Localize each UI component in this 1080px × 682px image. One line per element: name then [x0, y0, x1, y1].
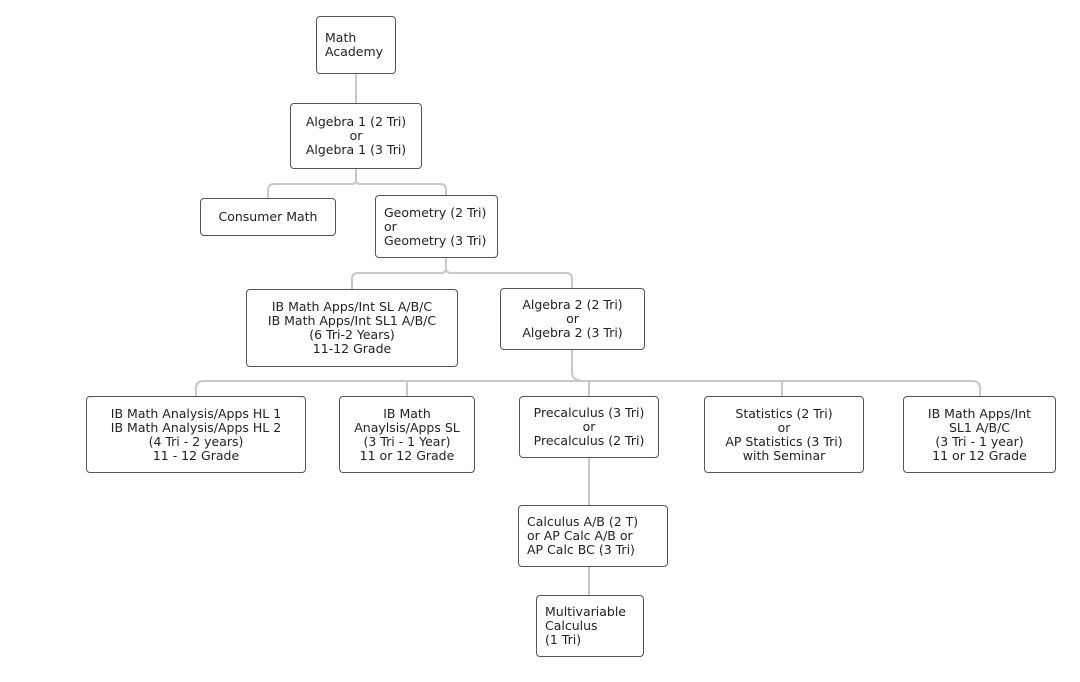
node-text: Calculus A/B (2 T)	[527, 514, 639, 529]
connector-geometry-split	[351, 258, 447, 289]
node-text: IB Math Analysis/Apps HL 2	[110, 419, 282, 435]
node-text: 11 or 12 Grade	[359, 447, 455, 463]
node-algebra-1: Algebra 1 (2 Tri) or Algebra 1 (3 Tri)	[290, 103, 422, 169]
node-text: Consumer Math	[218, 209, 318, 224]
node-text: Geometry (3 Tri)	[384, 232, 487, 248]
node-text: Math	[325, 30, 357, 45]
node-text: or	[384, 218, 397, 234]
node-text: Algebra 2 (3 Tri)	[522, 325, 623, 340]
node-text: IB Math	[383, 405, 431, 421]
node-text: Anaylsis/Apps SL	[354, 419, 460, 435]
node-consumer-math: Consumer Math	[200, 198, 336, 236]
node-text: or	[349, 128, 363, 143]
node-text: with Seminar	[742, 447, 826, 463]
node-text: AP Calc BC (3 Tri)	[527, 542, 635, 557]
node-text: (6 Tri-2 Years)	[309, 327, 395, 342]
node-text: Statistics (2 Tri)	[735, 405, 833, 421]
node-math-academy: Math Academy	[316, 16, 396, 74]
node-multivariable-calculus: Multivariable Calculus (1 Tri)	[536, 595, 644, 657]
node-text: Geometry (2 Tri)	[384, 204, 487, 220]
node-text: Algebra 1 (3 Tri)	[305, 142, 407, 157]
node-text: (3 Tri - 1 year)	[935, 433, 1024, 449]
node-text: or	[777, 419, 791, 435]
node-text: IB Math Analysis/Apps HL 1	[110, 405, 282, 421]
node-text: (1 Tri)	[545, 632, 582, 647]
node-text: Multivariable	[545, 604, 626, 619]
node-text: or AP Calc A/B or	[527, 528, 633, 543]
connector-algebra2-down	[571, 350, 581, 381]
node-text: IB Math Apps/Int SL1 A/B/C	[267, 313, 437, 328]
node-text: Algebra 1 (2 Tri)	[305, 114, 407, 129]
node-calculus: Calculus A/B (2 T) or AP Calc A/B or AP …	[518, 505, 668, 567]
node-statistics: Statistics (2 Tri) or AP Statistics (3 T…	[704, 396, 864, 473]
node-ib-math-analysis-sl: IB Math Anaylsis/Apps SL (3 Tri - 1 Year…	[339, 396, 475, 473]
node-text: SL1 A/B/C	[948, 419, 1011, 435]
node-text: Calculus	[545, 618, 598, 633]
node-text: Precalculus (2 Tri)	[533, 433, 645, 448]
node-ib-math-apps-sl: IB Math Apps/Int SL A/B/C IB Math Apps/I…	[246, 289, 458, 367]
node-text: 11 - 12 Grade	[152, 447, 240, 463]
node-text: IB Math Apps/Int	[927, 405, 1032, 421]
node-text: or	[582, 419, 596, 434]
node-precalculus: Precalculus (3 Tri) or Precalculus (2 Tr…	[519, 396, 659, 458]
node-text: Precalculus (3 Tri)	[533, 405, 645, 420]
node-ib-math-analysis-hl: IB Math Analysis/Apps HL 1 IB Math Analy…	[86, 396, 306, 473]
node-text: (4 Tri - 2 years)	[148, 433, 244, 449]
node-algebra-2: Algebra 2 (2 Tri) or Algebra 2 (3 Tri)	[500, 288, 645, 350]
connector-algebra1-split	[267, 169, 357, 198]
node-text: 11 or 12 Grade	[932, 447, 1027, 463]
node-text: Academy	[325, 44, 384, 59]
node-text: 11-12 Grade	[312, 341, 392, 356]
node-ib-math-apps-sl1: IB Math Apps/Int SL1 A/B/C (3 Tri - 1 ye…	[903, 396, 1056, 473]
node-text: AP Statistics (3 Tri)	[725, 433, 843, 449]
node-text: IB Math Apps/Int SL A/B/C	[271, 299, 433, 314]
connector-geometry-algebra2	[445, 267, 573, 288]
node-text: Algebra 2 (2 Tri)	[522, 297, 623, 312]
node-geometry: Geometry (2 Tri) or Geometry (3 Tri)	[375, 195, 498, 258]
node-text: (3 Tri - 1 Year)	[363, 433, 451, 449]
node-text: or	[566, 311, 579, 326]
connector-algebra1-geometry	[355, 179, 447, 195]
